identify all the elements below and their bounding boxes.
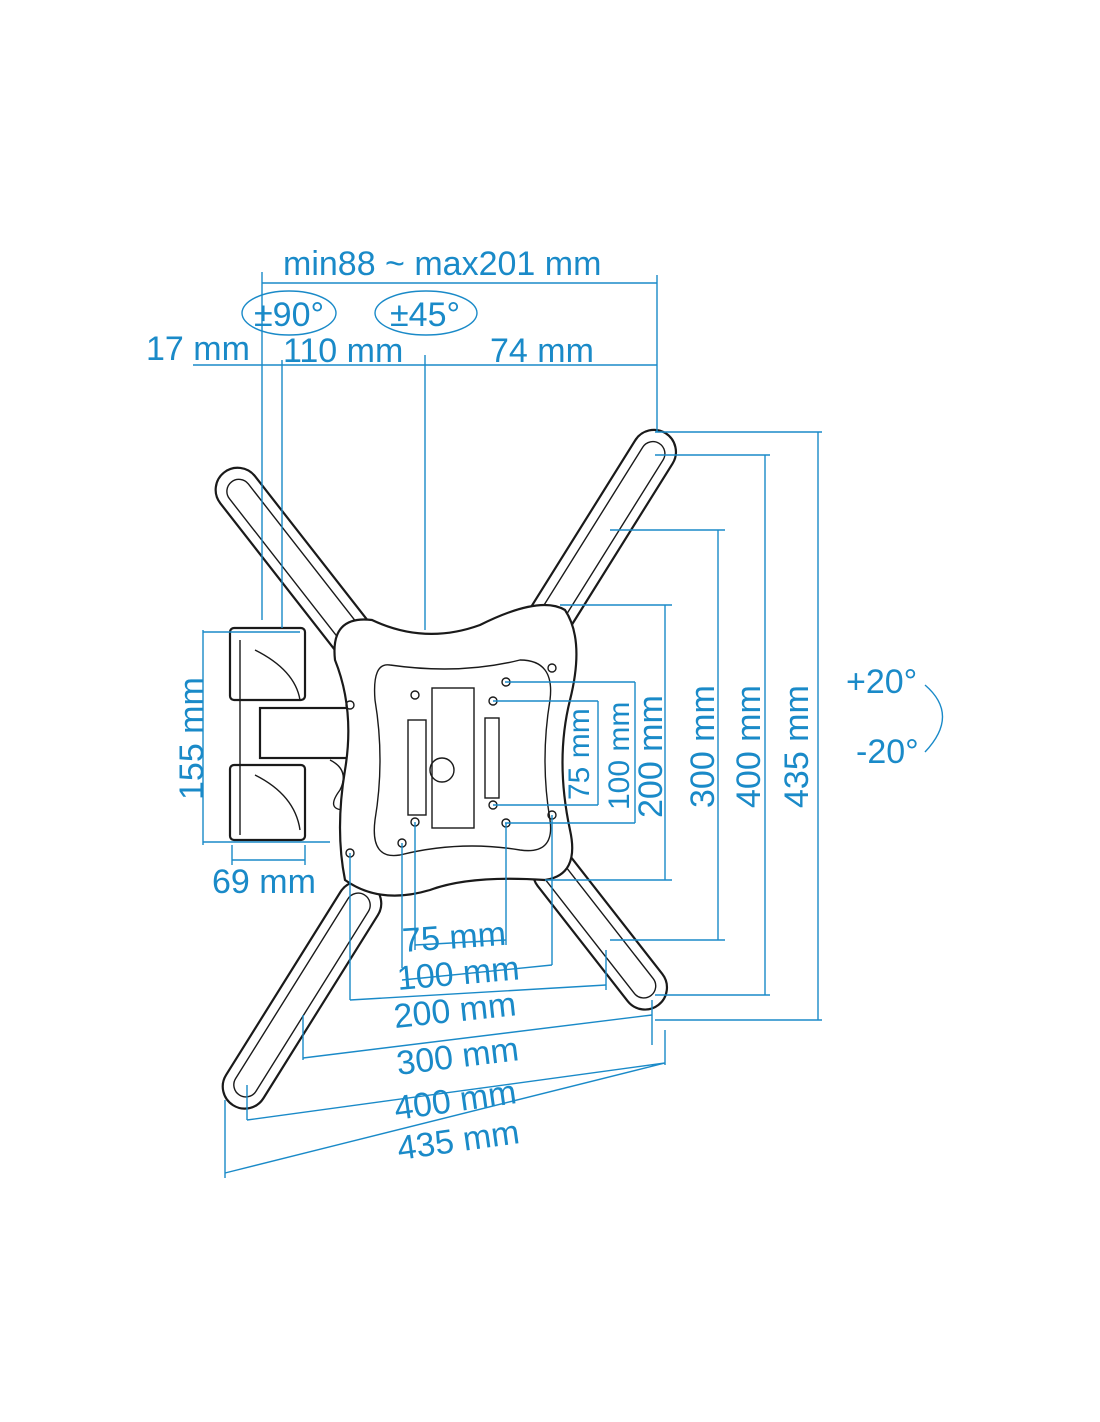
h75-label: 75 mm (401, 915, 507, 960)
bracket-arms (214, 428, 678, 1110)
v435-label: 435 mm (778, 685, 816, 808)
dim-110-label: 110 mm (283, 332, 403, 370)
wall-plate (228, 626, 352, 842)
dim-74-label: 74 mm (490, 332, 594, 370)
depth-range-label: min88 ~ max201 mm (283, 245, 601, 283)
tilt-up-label: +20° (846, 663, 917, 701)
dim-17-label: 17 mm (146, 330, 250, 368)
swivel-90-label: ±90° (254, 296, 324, 334)
wall-height-label: 155 mm (173, 677, 211, 800)
dimension-lines (193, 272, 944, 1178)
tilt-down-label: -20° (856, 733, 919, 771)
v300-label: 300 mm (684, 685, 722, 808)
v75-label: 75 mm (563, 708, 596, 800)
v200-label: 200 mm (632, 695, 670, 818)
wall-width-label: 69 mm (212, 863, 316, 901)
swivel-45-label: ±45° (390, 296, 460, 334)
center-plate (333, 603, 578, 897)
dimension-labels: min88 ~ max201 mm ±90° ±45° 17 mm 110 mm… (146, 245, 919, 1168)
v100-label: 100 mm (603, 702, 636, 810)
v400-label: 400 mm (730, 685, 768, 808)
